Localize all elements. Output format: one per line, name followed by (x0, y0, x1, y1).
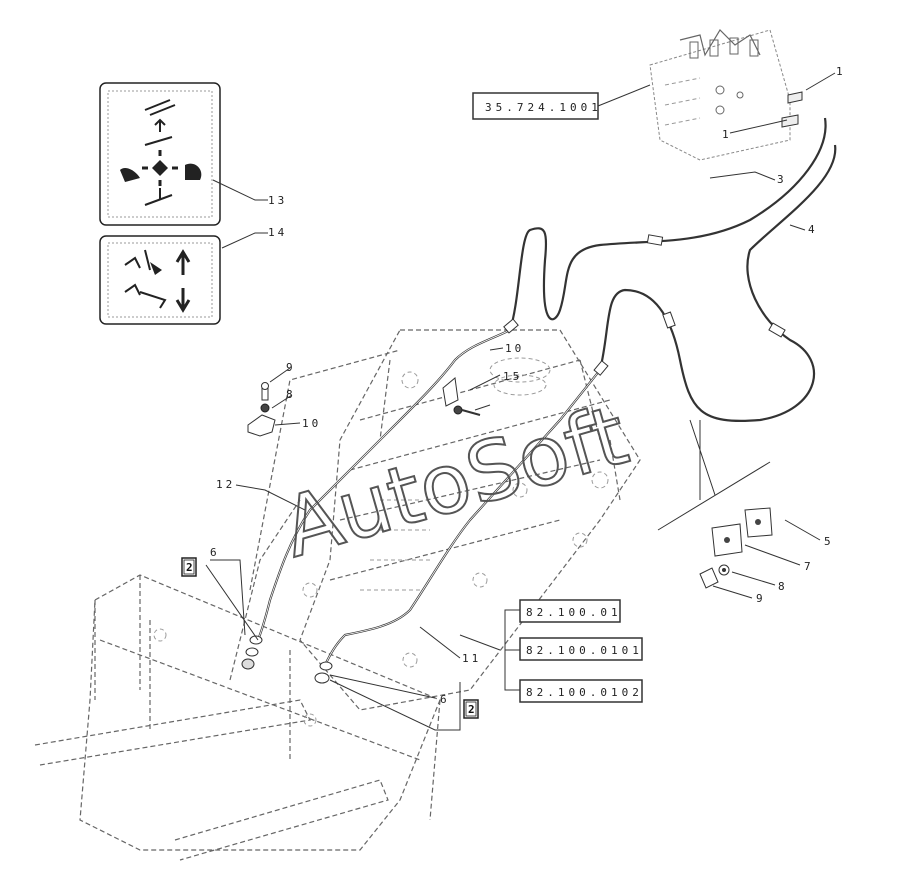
ref-b-text: 82.100.0101 (526, 644, 643, 657)
callout-8b: 8 (778, 580, 788, 593)
callout-numbers: 1 1 3 4 5 6 6 7 8 8 9 9 10 10 11 12 13 1… (210, 65, 846, 706)
ref-c-text: 82.100.0102 (526, 686, 643, 699)
callout-1a: 1 (836, 65, 846, 78)
callout-5: 5 (824, 535, 834, 548)
control-valve-block (649, 29, 803, 161)
ref-box-b[interactable]: 82.100.0101 (519, 637, 643, 661)
ref-box-a[interactable]: 82.100.01 (519, 599, 622, 623)
watermark-text: AutoSoft (273, 388, 638, 576)
ref-a-text: 82.100.01 (526, 606, 622, 619)
callout-14: 14 (268, 226, 287, 239)
valve-ref-text: 35.724.1001 (485, 101, 602, 114)
callout-10a: 10 (302, 417, 321, 430)
boxed-ref-2-left[interactable]: 2 (181, 557, 197, 577)
callout-8a: 8 (286, 388, 296, 401)
callout-1b: 1 (722, 128, 732, 141)
hydraulic-hoses (241, 117, 837, 684)
callout-6b: 6 (440, 693, 450, 706)
boxed-ref-2-right[interactable]: 2 (463, 699, 479, 719)
clamp-parts-left (247, 377, 481, 437)
callout-4: 4 (808, 223, 818, 236)
ref-box-valve[interactable]: 35.724.1001 (472, 92, 602, 120)
svg-text:2: 2 (186, 561, 193, 574)
callout-9a: 9 (286, 361, 296, 374)
decal-13 (99, 82, 221, 226)
callout-6a: 6 (210, 546, 220, 559)
callout-11: 11 (462, 652, 481, 665)
callout-10b: 10 (505, 342, 524, 355)
callout-9b: 9 (756, 592, 766, 605)
leader-lines (205, 72, 836, 731)
callout-3: 3 (777, 173, 787, 186)
ref-box-c[interactable]: 82.100.0102 (519, 679, 643, 703)
decal-14 (99, 235, 221, 325)
clamp-parts-right (699, 507, 773, 589)
callout-13: 13 (268, 194, 287, 207)
callout-7: 7 (804, 560, 814, 573)
callout-12: 12 (216, 478, 235, 491)
callout-15: 15 (503, 370, 522, 383)
svg-text:2: 2 (468, 703, 475, 716)
